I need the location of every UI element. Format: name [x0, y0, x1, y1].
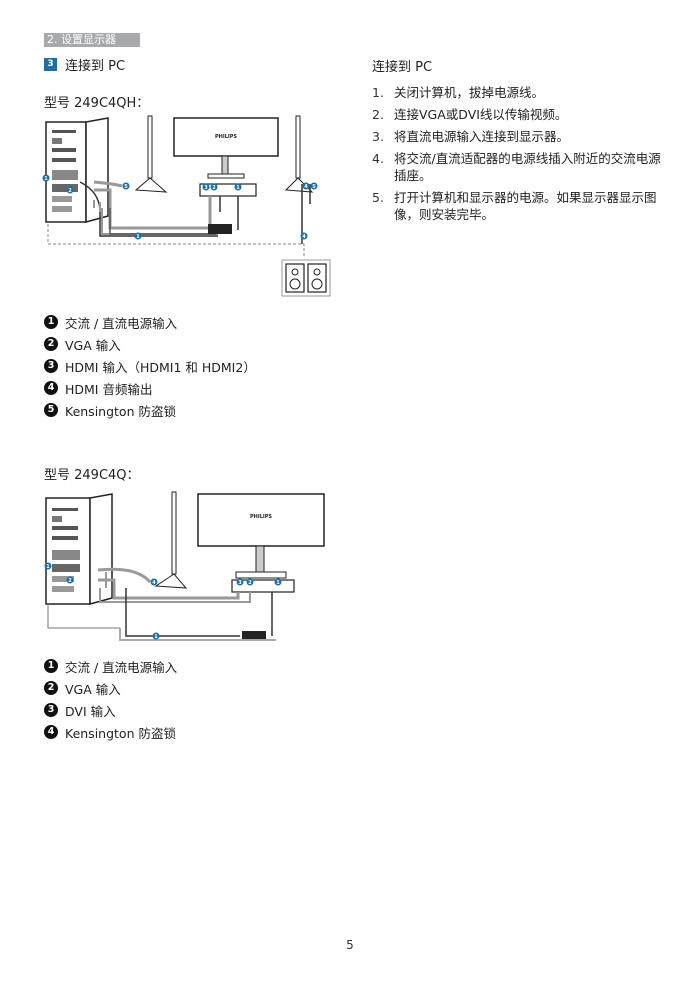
monitor-front: PHILIPS — [173, 117, 279, 179]
speakers — [281, 259, 331, 297]
legend-label: VGA 输入 — [65, 337, 121, 353]
legend-label: HDMI 音频输出 — [65, 381, 153, 397]
legend-number: 3 — [44, 703, 58, 717]
monitor-side — [154, 491, 188, 589]
step-text: 将交流/直流适配器的电源线插入附近的交流电源插座。 — [394, 151, 661, 183]
monitor-brand-label: PHILIPS — [215, 134, 237, 140]
legend-number: 4 — [44, 725, 58, 739]
step-title: 连接到 PC — [65, 58, 126, 74]
step-index: 3. — [372, 129, 384, 144]
svg-text:1: 1 — [46, 564, 50, 570]
legend-item: 2 VGA 输入 — [44, 677, 177, 699]
model-qh-legend: 1 交流 / 直流电源输入 2 VGA 输入 3 HDMI 输入（HDMI1 和 HD… — [44, 311, 256, 421]
step-text: 将直流电源输入连接到显示器。 — [394, 129, 570, 144]
svg-text:5: 5 — [124, 184, 128, 190]
legend-item: 4 Kensington 防盗锁 — [44, 721, 177, 743]
legend-number: 2 — [44, 337, 58, 351]
list-item: 5. 打开计算机和显示器的电源。如果显示器显示图像，则安装完毕。 — [372, 189, 662, 223]
svg-text:1: 1 — [236, 185, 240, 191]
svg-text:1: 1 — [276, 580, 280, 586]
svg-text:2: 2 — [68, 188, 72, 194]
legend-label: 交流 / 直流电源输入 — [65, 315, 178, 331]
model-qh-connection-diagram: PHILIPS 1 2 5 3 2 1 — [42, 115, 331, 297]
list-item: 1. 关闭计算机，拔掉电源线。 — [372, 84, 662, 101]
legend-label: VGA 输入 — [65, 681, 121, 697]
svg-text:4: 4 — [152, 580, 156, 586]
legend-item: 5 Kensington 防盗锁 — [44, 399, 256, 421]
legend-item: 2 VGA 输入 — [44, 333, 256, 355]
instructions-steps: 1. 关闭计算机，拔掉电源线。 2. 连接VGA或DVI线以传输视频。 3. 将直流电… — [372, 84, 662, 228]
legend-number: 1 — [44, 315, 58, 329]
legend-label: Kensington 防盗锁 — [65, 403, 176, 419]
list-item: 2. 连接VGA或DVI线以传输视频。 — [372, 106, 662, 123]
legend-number: 4 — [44, 381, 58, 395]
svg-text:5: 5 — [312, 184, 316, 190]
page-number: 5 — [346, 938, 354, 952]
step-text: 连接VGA或DVI线以传输视频。 — [394, 107, 568, 122]
legend-number: 3 — [44, 359, 58, 373]
step-number-badge: 3 — [44, 57, 57, 71]
section-label: 2. 设置显示器 — [44, 33, 140, 47]
svg-text:4: 4 — [304, 184, 308, 190]
step-index: 2. — [372, 107, 384, 122]
list-item: 3. 将直流电源输入连接到显示器。 — [372, 128, 662, 145]
svg-text:1: 1 — [136, 234, 140, 240]
monitor-front: PHILIPS — [197, 493, 325, 579]
monitor-side-right — [284, 115, 314, 193]
model-q-title: 型号 249C4Q： — [44, 468, 140, 483]
callout-markers: 1 2 5 3 2 1 4 5 1 4 — [42, 174, 318, 240]
svg-text:3: 3 — [238, 580, 242, 586]
legend-item: 4 HDMI 音频输出 — [44, 377, 256, 399]
monitor-brand-label: PHILIPS — [250, 514, 272, 520]
legend-item: 3 HDMI 输入（HDMI1 和 HDMI2） — [44, 355, 256, 377]
step-text: 关闭计算机，拔掉电源线。 — [394, 85, 545, 100]
model-qh-title: 型号 249C4QH： — [44, 96, 150, 111]
legend-label: DVI 输入 — [65, 703, 116, 719]
svg-text:4: 4 — [302, 234, 306, 240]
step-index: 5. — [372, 190, 384, 205]
svg-text:1: 1 — [44, 176, 48, 182]
svg-text:2: 2 — [68, 578, 72, 584]
legend-item: 3 DVI 输入 — [44, 699, 177, 721]
legend-item: 1 交流 / 直流电源输入 — [44, 655, 177, 677]
step-text: 打开计算机和显示器的电源。如果显示器显示图像，则安装完毕。 — [394, 190, 657, 222]
pc-tower — [45, 493, 113, 605]
svg-text:3: 3 — [204, 185, 208, 191]
step-index: 4. — [372, 151, 384, 166]
legend-label: Kensington 防盗锁 — [65, 725, 176, 741]
legend-number: 5 — [44, 403, 58, 417]
list-item: 4. 将交流/直流适配器的电源线插入附近的交流电源插座。 — [372, 150, 662, 184]
model-q-connection-diagram: PHILIPS 1 2 4 3 2 1 1 — [44, 491, 325, 641]
pc-tower — [45, 117, 109, 223]
svg-text:1: 1 — [154, 634, 158, 640]
monitor-side-left — [134, 115, 168, 193]
svg-text:2: 2 — [248, 580, 252, 586]
legend-number: 2 — [44, 681, 58, 695]
model-q-legend: 1 交流 / 直流电源输入 2 VGA 输入 3 DVI 输入 4 Kensington… — [44, 655, 177, 743]
step-heading: 3 连接到 PC — [44, 56, 126, 74]
callout-markers: 1 2 4 3 2 1 1 — [44, 562, 282, 640]
instructions-title: 连接到 PC — [372, 60, 433, 75]
legend-label: 交流 / 直流电源输入 — [65, 659, 178, 675]
legend-label: HDMI 输入（HDMI1 和 HDMI2） — [65, 359, 256, 375]
step-index: 1. — [372, 85, 384, 100]
svg-text:2: 2 — [212, 185, 216, 191]
legend-number: 1 — [44, 659, 58, 673]
legend-item: 1 交流 / 直流电源输入 — [44, 311, 256, 333]
